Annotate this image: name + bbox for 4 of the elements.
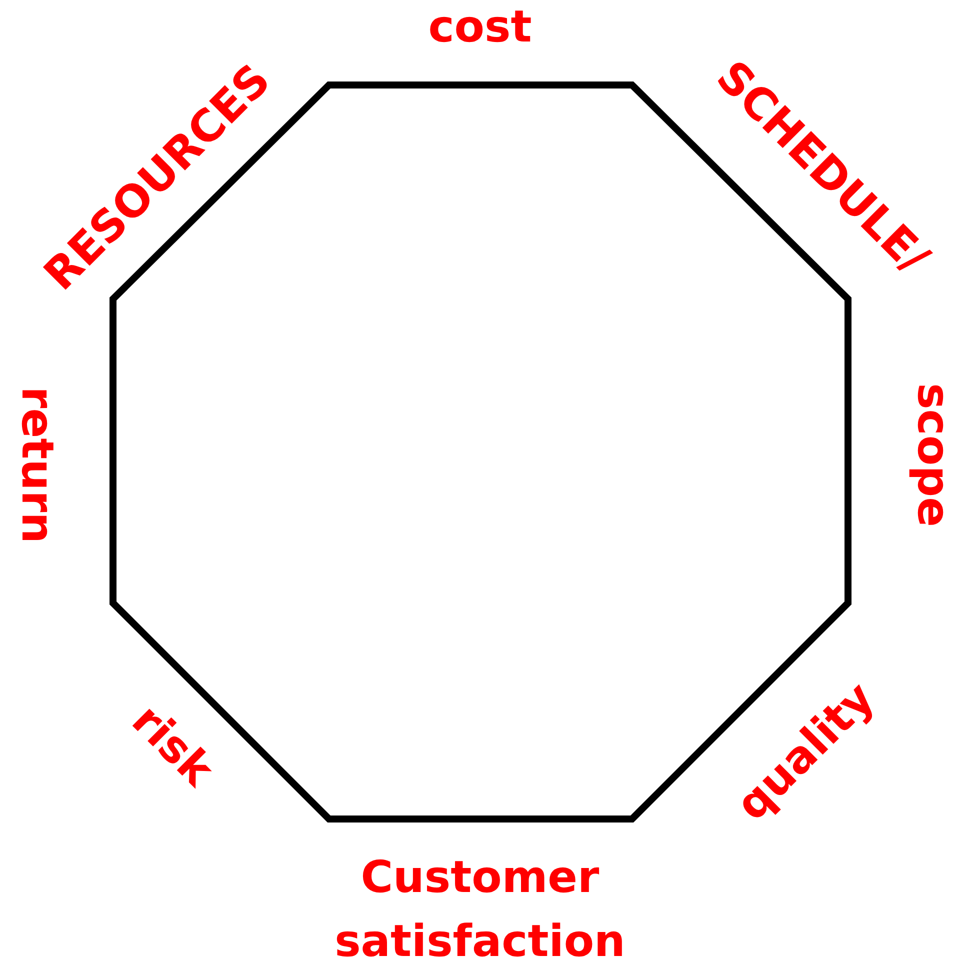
side-label: Customer satisfaction [334,851,626,969]
side-label: cost [428,2,532,54]
side-label: return [10,386,62,544]
side-label: scope [906,383,957,527]
